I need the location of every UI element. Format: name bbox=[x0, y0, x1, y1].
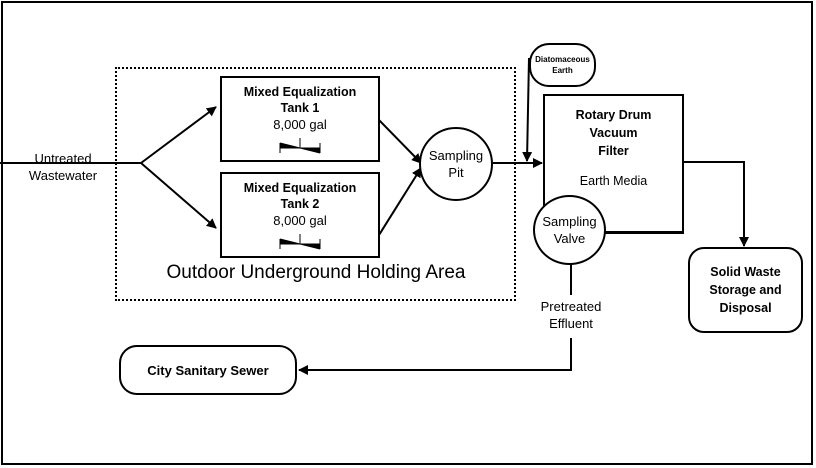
diatomaceous-earth-source: Diatomaceous Earth bbox=[529, 43, 596, 87]
sampling-pit: Sampling Pit bbox=[419, 127, 493, 201]
equalization-tank-2: Mixed Equalization Tank 2 8,000 gal bbox=[220, 172, 380, 258]
untreated-wastewater-label: Untreated Wastewater bbox=[28, 151, 98, 183]
mixer-icon bbox=[279, 234, 321, 250]
equalization-tank-1: Mixed Equalization Tank 1 8,000 gal bbox=[220, 76, 380, 162]
arrow-to-sewer bbox=[298, 338, 572, 375]
arrow-earth-to-filter bbox=[522, 57, 533, 162]
city-sanitary-sewer: City Sanitary Sewer bbox=[119, 345, 297, 395]
holding-area-label: Outdoor Underground Holding Area bbox=[166, 262, 466, 283]
pretreated-effluent-label: Pretreated Effluent bbox=[540, 299, 602, 331]
arrow-tank1-to-pit bbox=[378, 119, 422, 164]
arrow-to-tank2 bbox=[140, 162, 217, 229]
arrow-to-tank1 bbox=[140, 106, 217, 164]
sampling-valve: Sampling Valve bbox=[533, 195, 606, 265]
arrow-tank2-to-pit bbox=[378, 167, 422, 236]
holding-area bbox=[115, 67, 516, 301]
mixer-icon bbox=[279, 138, 321, 154]
solid-waste-storage: Solid Waste Storage and Disposal bbox=[688, 247, 803, 333]
arrow-filter-to-waste bbox=[684, 161, 749, 247]
